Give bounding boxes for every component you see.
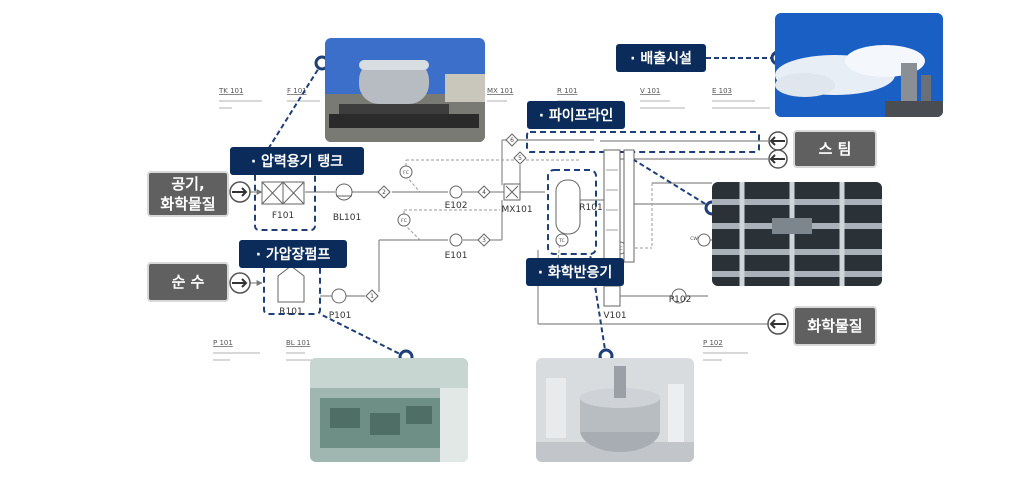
pump-tank-symbol xyxy=(277,265,305,303)
label-v101: V101 xyxy=(603,311,626,321)
stream-5-label: 5 xyxy=(518,155,522,162)
pressure-tank-photo xyxy=(325,38,485,142)
callout-pressure-pump: · 가압장펌프 xyxy=(239,240,347,268)
callout-pipeline: · 파이프라인 xyxy=(527,101,625,129)
input-air-chemicals: 공기, 화학물질 xyxy=(147,171,229,217)
instr-cw: CW xyxy=(690,236,698,242)
exhaust-stack-photo xyxy=(775,13,943,117)
label-r101: R101 xyxy=(579,203,602,213)
label-f101: F101 xyxy=(272,211,294,221)
spec-mx101: MX 101 xyxy=(487,87,513,95)
spec-bl101: BL 101 xyxy=(286,339,310,347)
label-bl101: BL101 xyxy=(333,213,361,223)
pump-station-photo xyxy=(310,358,468,462)
pump-p101-symbol xyxy=(331,288,347,304)
input-air-line1: 공기, xyxy=(171,175,205,193)
exchanger-e101-symbol xyxy=(449,233,463,247)
input-chemicals: 화학물질 xyxy=(793,306,877,346)
blower-bl101-symbol xyxy=(335,183,353,201)
stream-2-label: 1 xyxy=(370,293,374,300)
spec-detail-lines xyxy=(213,100,770,361)
label-p101: P101 xyxy=(329,311,352,321)
label-e101: E101 xyxy=(445,251,468,261)
callout-chem-reactor: · 화학반응기 xyxy=(526,258,624,286)
input-steam-label: 스 팀 xyxy=(818,140,852,158)
spec-f101: F 101 xyxy=(287,87,307,95)
pipeline-frame xyxy=(526,131,760,153)
spec-v101: V 101 xyxy=(640,87,660,95)
pipeline-photo xyxy=(712,182,882,286)
chemical-reactor-photo xyxy=(536,358,694,462)
column-symbol xyxy=(603,149,621,263)
stream-6-label: 6 xyxy=(510,137,514,144)
exchanger-e102-symbol xyxy=(449,185,463,199)
instr-fc-2: FC xyxy=(401,218,407,224)
input-air-line2: 화학물질 xyxy=(160,195,216,213)
reactor-r101-symbol xyxy=(555,179,581,235)
input-chemicals-label: 화학물질 xyxy=(807,317,863,335)
spec-tk101: TK 101 xyxy=(218,87,243,95)
label-mx101: MX101 xyxy=(501,205,532,215)
reactor-frame xyxy=(547,169,597,255)
input-arrows xyxy=(229,131,789,335)
stream-1-label: 2 xyxy=(382,189,386,196)
stream-3-label: 4 xyxy=(482,189,486,196)
spec-e103: E 103 xyxy=(712,87,732,95)
vessel-v101-symbol xyxy=(603,285,621,307)
instr-fc-1: FC xyxy=(403,170,409,176)
input-pure-water-label: 순 수 xyxy=(171,273,205,291)
callout-pressure-tank: · 압력용기 탱크 xyxy=(230,147,364,175)
input-pure-water: 순 수 xyxy=(147,262,229,302)
pump-p102-symbol xyxy=(671,288,687,304)
spec-r101: R 101 xyxy=(557,87,577,95)
spec-p102: P 102 xyxy=(703,339,723,347)
stream-markers xyxy=(365,133,527,303)
control-lines xyxy=(403,159,653,281)
callout-exhaust: · 배출시설 xyxy=(616,44,706,72)
input-steam: 스 팀 xyxy=(793,130,877,168)
label-e102: E102 xyxy=(445,201,468,211)
instr-tc: TC xyxy=(558,238,565,244)
label-p102: P102 xyxy=(669,295,692,305)
spec-p101: P 101 xyxy=(213,339,233,347)
label-pump-tank: R101 xyxy=(279,307,302,317)
stream-4-label: 3 xyxy=(482,237,486,244)
